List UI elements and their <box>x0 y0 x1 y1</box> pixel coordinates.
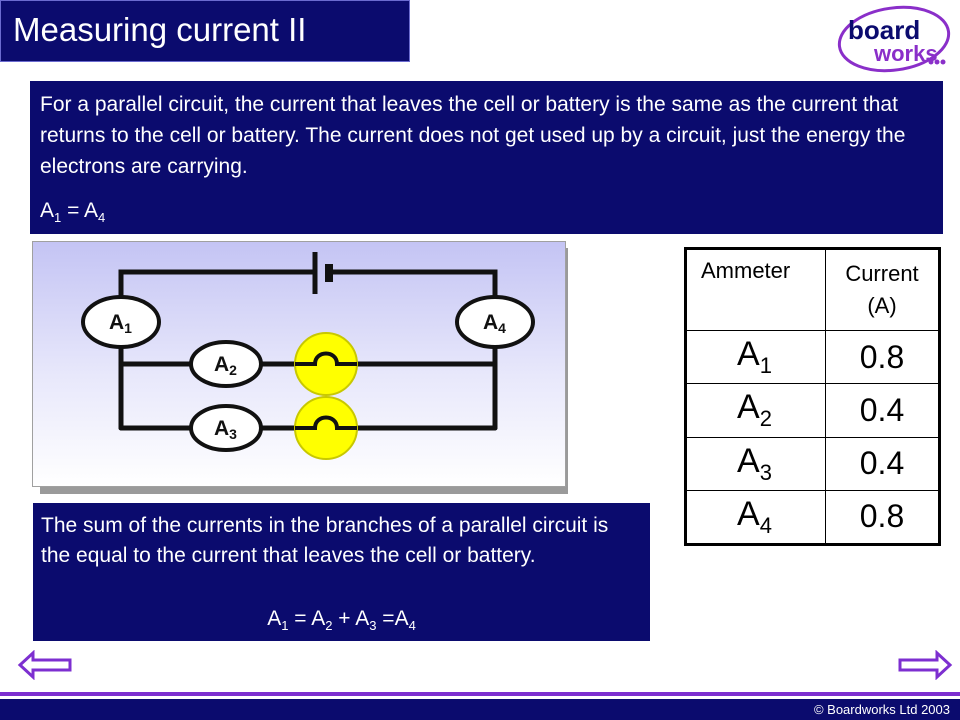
ammeter-cell: A4 <box>686 489 826 545</box>
previous-slide-button[interactable] <box>17 649 73 681</box>
header-ammeter: Ammeter <box>686 249 826 331</box>
table-row: A3 0.4 <box>686 436 939 491</box>
svg-text:A1: A1 <box>109 311 132 336</box>
header-current: Current(A) <box>825 249 939 331</box>
table-header-row: Ammeter Current(A) <box>686 249 939 331</box>
bulb-icon <box>294 396 358 460</box>
svg-text:A3: A3 <box>214 417 237 442</box>
current-cell: 0.8 <box>825 489 939 545</box>
ammeter-a2: A2 <box>189 340 263 388</box>
intro-panel: For a parallel circuit, the current that… <box>30 81 943 234</box>
current-cell: 0.4 <box>825 383 939 438</box>
logo-line1: board <box>848 15 920 45</box>
current-cell: 0.8 <box>825 329 939 385</box>
circuit-diagram: A1 A4 A2 A3 <box>32 241 566 487</box>
summary-text: The sum of the currents in the branches … <box>41 514 609 567</box>
ammeter-a1: A1 <box>81 295 161 349</box>
intro-equation: A1 = A4 <box>40 199 106 226</box>
cell-icon <box>312 252 333 294</box>
ammeter-a4: A4 <box>455 295 535 349</box>
ammeter-cell: A2 <box>686 383 826 438</box>
footer-divider <box>0 692 960 696</box>
summary-equation: A1 = A2 + A3 =A4 <box>267 607 416 634</box>
footer-bar: © Boardworks Ltd 2003 <box>0 699 960 720</box>
logo-line2: works <box>873 41 938 66</box>
ammeter-a3: A3 <box>189 404 263 452</box>
ammeter-cell: A1 <box>686 329 826 385</box>
copyright: © Boardworks Ltd 2003 <box>813 702 950 717</box>
table-row: A4 0.8 <box>686 489 939 545</box>
title-bar: Measuring current II <box>0 0 410 62</box>
svg-text:A4: A4 <box>483 311 506 336</box>
intro-text: For a parallel circuit, the current that… <box>40 93 906 178</box>
bulb-icon <box>294 332 358 396</box>
table-row: A1 0.8 <box>686 329 939 385</box>
next-slide-button[interactable] <box>897 649 953 681</box>
current-table: Ammeter Current(A) A1 0.8 A2 0.4 A3 0.4 … <box>684 247 941 546</box>
right-arrow-icon <box>898 649 953 681</box>
ammeter-cell: A3 <box>686 436 826 491</box>
current-cell: 0.4 <box>825 436 939 491</box>
summary-panel: The sum of the currents in the branches … <box>33 503 650 641</box>
svg-text:A2: A2 <box>214 353 237 378</box>
page-title: Measuring current II <box>13 11 307 48</box>
boardworks-logo: board works <box>836 4 956 74</box>
left-arrow-icon <box>17 649 72 681</box>
table-row: A2 0.4 <box>686 383 939 438</box>
